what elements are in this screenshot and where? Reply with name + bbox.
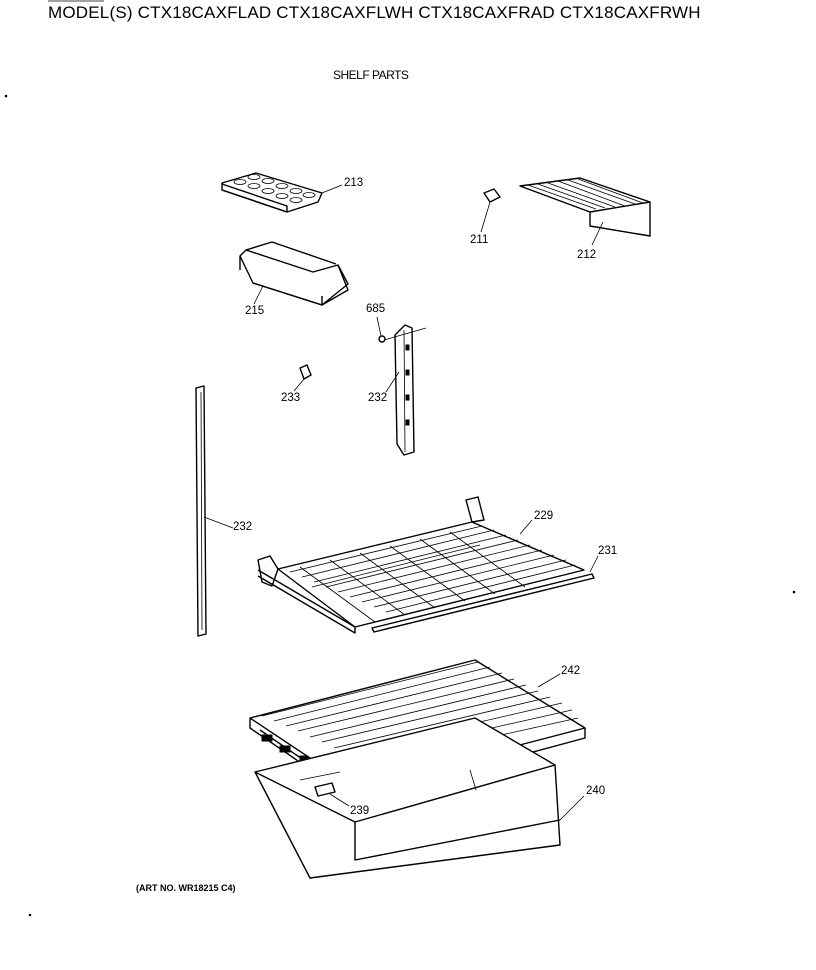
callout-239: 239 — [350, 805, 370, 817]
callout-242: 242 — [561, 665, 581, 677]
part-685-screw — [376, 316, 386, 343]
part-213-egg-tray — [221, 172, 343, 213]
model-list-title: MODEL(S) CTX18CAXFLAD CTX18CAXFLWH CTX18… — [48, 3, 701, 22]
part-240-crisper-pan — [254, 717, 585, 879]
callout-211: 211 — [470, 234, 489, 246]
callout-233: 233 — [281, 392, 301, 404]
callout-232-center: 232 — [368, 392, 388, 404]
art-number: (ART NO. WR18215 C4) — [136, 883, 236, 893]
part-232-rail-center — [383, 324, 427, 456]
callout-231: 231 — [598, 545, 618, 557]
callout-212: 212 — [577, 249, 597, 261]
callout-229: 229 — [534, 510, 554, 522]
callout-685: 685 — [366, 303, 386, 315]
callout-240: 240 — [586, 785, 606, 797]
part-215-bin — [239, 241, 349, 306]
part-212-wire-shelf — [519, 177, 651, 246]
part-233-spacer — [293, 364, 312, 392]
callout-215: 215 — [245, 305, 265, 317]
part-231-trim — [371, 555, 599, 633]
part-232-rail-side — [195, 385, 234, 637]
callout-213: 213 — [344, 177, 364, 189]
part-211-clip — [480, 188, 501, 233]
section-title: SHELF PARTS — [333, 68, 409, 82]
callout-232-side: 232 — [233, 521, 253, 533]
part-229-shelf — [257, 496, 585, 634]
